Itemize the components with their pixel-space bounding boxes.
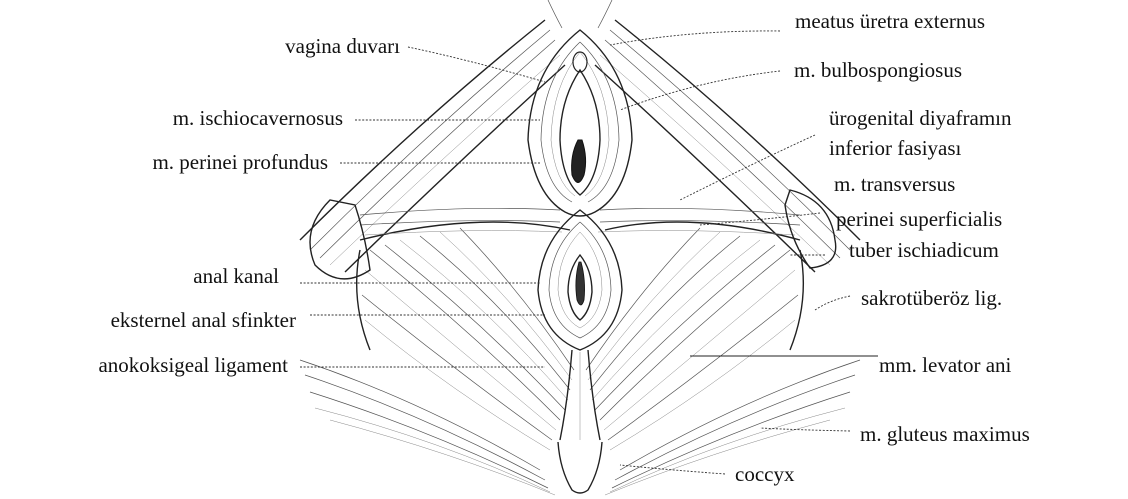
transversus-perinei-fibers (360, 208, 800, 235)
coccyx-bone (558, 442, 602, 493)
vaginal-orifice (572, 140, 586, 183)
label-anokoksigeal-ligament: anokoksigeal ligament (98, 353, 288, 377)
anatomy-illustration (300, 0, 860, 495)
label-meatus-uretra: meatus üretra externus (795, 9, 985, 33)
label-levator-ani: mm. levator ani (879, 353, 1012, 377)
label-urogenital-line2: inferior fasiyası (829, 136, 962, 160)
bulbospongiosus-ring (528, 30, 632, 216)
label-transversus-line2: perinei superficialis (836, 207, 1002, 231)
label-vagina-duvari: vagina duvarı (285, 34, 400, 58)
upper-limbs (548, 0, 612, 28)
labels-right: meatus üretra externus m. bulbospongiosu… (735, 9, 1030, 486)
label-ischiocavernosus: m. ischiocavernosus (173, 106, 343, 130)
anococcygeal-ligament (560, 350, 600, 440)
label-eksternel-anal-sfinkter: eksternel anal sfinkter (111, 308, 296, 332)
label-urogenital-line1: ürogenital diyaframın (829, 106, 1012, 130)
label-gluteus: m. gluteus maximus (860, 422, 1030, 446)
label-anal-kanal: anal kanal (193, 264, 279, 288)
label-sakrotuberoz: sakrotüberöz lig. (861, 286, 1002, 310)
anal-canal-opening (576, 262, 585, 305)
label-tuber: tuber ischiadicum (849, 238, 999, 262)
leader-lines (300, 31, 878, 474)
label-perinei-profundus: m. perinei profundus (152, 150, 328, 174)
label-bulbospongiosus: m. bulbospongiosus (794, 58, 962, 82)
label-coccyx: coccyx (735, 462, 795, 486)
label-transversus-line1: m. transversus (834, 172, 955, 196)
